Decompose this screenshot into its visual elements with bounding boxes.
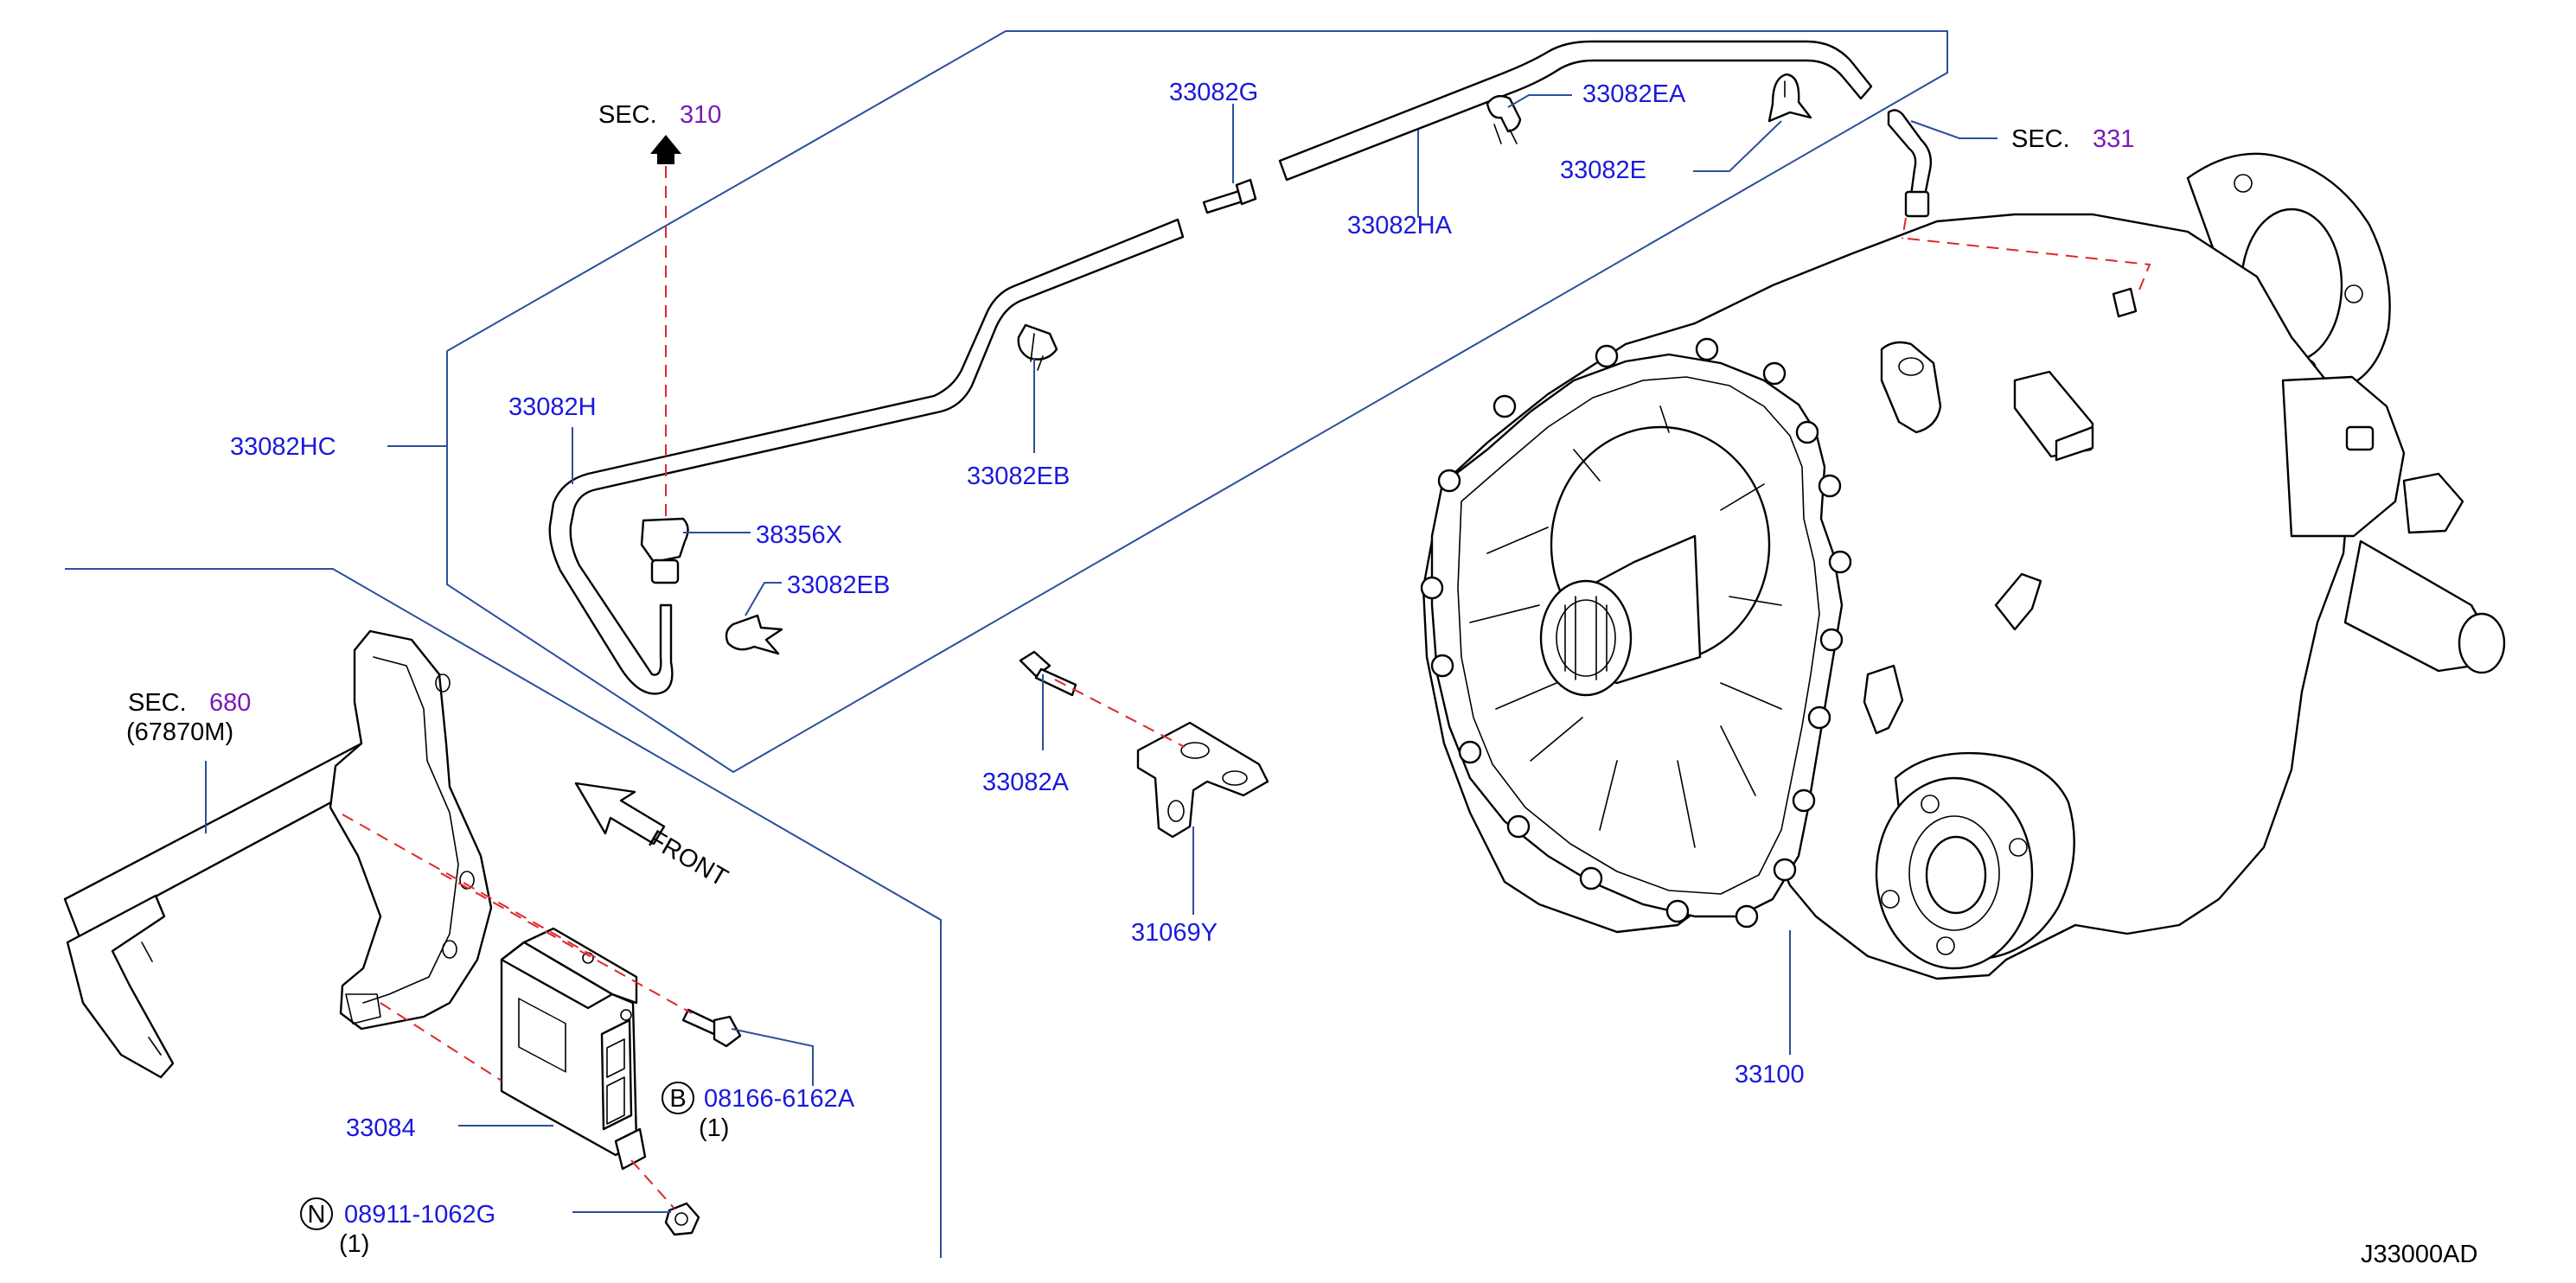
- hose-clip-e: [1767, 73, 1812, 123]
- leader-lines: [205, 94, 1998, 1213]
- front-label: FRONT: [644, 825, 733, 892]
- nut-n-number[interactable]: 08911-1062G: [344, 1201, 495, 1229]
- steering-member: [63, 719, 419, 1079]
- sec-680-prefix: SEC.: [128, 689, 187, 717]
- part-33100[interactable]: 33100: [1735, 1061, 1805, 1088]
- part-33082ea[interactable]: 33082EA: [1582, 80, 1686, 108]
- transfer-case: [1420, 152, 2506, 980]
- part-38356x[interactable]: 38356X: [756, 521, 842, 549]
- shift-actuator: [2281, 375, 2506, 674]
- sec-680-number[interactable]: 680: [209, 689, 251, 717]
- hose-group-frame: [446, 30, 1948, 774]
- part-33082eb-lower[interactable]: 33082EB: [787, 571, 890, 599]
- bolt-b-symbol-circle: [662, 1082, 694, 1114]
- housing-sensor-top: [1880, 341, 2094, 462]
- hose-clip-eb-upper: [1017, 323, 1058, 371]
- controller-group-frame: [65, 568, 942, 1258]
- part-33084[interactable]: 33084: [346, 1114, 416, 1142]
- housing-sensor-side: [1863, 572, 2042, 735]
- mounting-frame: [329, 629, 493, 1031]
- part-33082a[interactable]: 33082A: [982, 769, 1070, 796]
- bolt-b-symbol: B: [669, 1085, 686, 1113]
- nut-n-symbol: N: [308, 1201, 326, 1229]
- nut-n-qty: (1): [339, 1230, 369, 1258]
- part-33082hc[interactable]: 33082HC: [230, 433, 336, 461]
- sec-680-sub: (67870M): [126, 718, 233, 746]
- hose-clip-eb-lower: [725, 614, 783, 655]
- part-31069y[interactable]: 31069Y: [1131, 919, 1218, 947]
- label-sec-680[interactable]: SEC. 680 (67870M): [126, 689, 251, 746]
- sec-310-number[interactable]: 310: [680, 101, 721, 129]
- nut-n-callout[interactable]: N 08911-1062G (1): [300, 1197, 495, 1258]
- breather-valve: [640, 517, 689, 584]
- transfer-breather-tube: [1887, 109, 1933, 218]
- breather-hose-lower: [548, 218, 1185, 695]
- hose-connector: [1202, 178, 1257, 214]
- part-33082h[interactable]: 33082H: [508, 393, 597, 421]
- label-sec-331[interactable]: SEC. 331: [2011, 125, 2134, 153]
- mounting-bracket: [1136, 721, 1269, 839]
- bolt-b-number[interactable]: 08166-6162A: [704, 1085, 855, 1113]
- part-33082eb-upper[interactable]: 33082EB: [967, 463, 1070, 490]
- part-33082ha[interactable]: 33082HA: [1347, 212, 1453, 239]
- bolt-b-qty: (1): [699, 1114, 729, 1142]
- bolt-b-callout[interactable]: B 08166-6162A (1): [662, 1082, 855, 1142]
- mounting-bolt-b: [681, 1008, 742, 1048]
- sec-310-prefix: SEC.: [598, 101, 657, 129]
- input-shaft: [1539, 425, 1771, 697]
- breather-hose-upper: [1278, 40, 1873, 182]
- mounting-nut-n: [664, 1202, 700, 1236]
- label-sec-310[interactable]: SEC. 310: [598, 101, 721, 129]
- sec-331-number[interactable]: 331: [2093, 125, 2134, 153]
- part-33082g[interactable]: 33082G: [1169, 79, 1258, 106]
- assembly-dashed-lines: [342, 166, 2151, 1210]
- nut-n-symbol-circle: [300, 1197, 333, 1230]
- transfer-control-unit: [500, 927, 647, 1171]
- flange-bolt-holes: [1420, 337, 1852, 929]
- up-arrow-icon: [650, 135, 681, 164]
- front-direction-arrow-icon: [574, 782, 666, 846]
- bracket-bolt: [1019, 650, 1077, 697]
- front-output-flange: [1875, 751, 2075, 970]
- part-33082e[interactable]: 33082E: [1560, 156, 1646, 184]
- sec-331-prefix: SEC.: [2011, 125, 2070, 153]
- diagram-code: J33000AD: [2361, 1241, 2477, 1268]
